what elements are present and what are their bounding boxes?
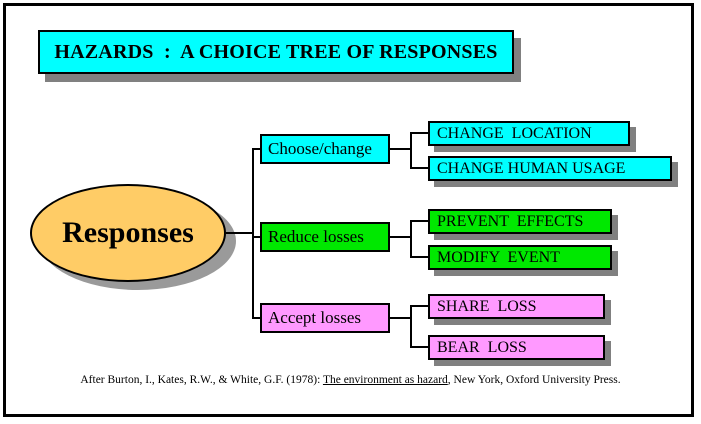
connector-branch3-to-leaf6: [410, 346, 430, 348]
connector-branch1-vertical: [410, 133, 412, 169]
connector-branch2-vertical: [410, 220, 412, 257]
connector-branch3-stub: [390, 317, 412, 319]
connector-spine-to-branch-1: [252, 148, 262, 150]
root-node-responses[interactable]: Responses: [30, 184, 226, 282]
connector-branch3-vertical: [410, 305, 412, 348]
connector-branch1-to-leaf1: [410, 132, 430, 134]
connector-spine-to-branch-2: [252, 236, 262, 238]
connector-branch3-to-leaf5: [410, 305, 430, 307]
leaf-node-modify-event[interactable]: MODIFY EVENT: [428, 245, 612, 270]
leaf-node-share-loss[interactable]: SHARE LOSS: [428, 294, 605, 319]
branch-node-choose-change[interactable]: Choose/change: [260, 134, 390, 164]
branch-node-accept-losses[interactable]: Accept losses: [260, 303, 390, 333]
leaf-node-change-location[interactable]: CHANGE LOCATION: [428, 121, 630, 146]
citation-prefix: After Burton, I., Kates, R.W., & White, …: [80, 374, 323, 386]
connector-spine-to-branch-3: [252, 317, 262, 319]
connector-branch2-to-leaf4: [410, 256, 430, 258]
connector-root-to-spine: [226, 232, 254, 234]
slide-border: [3, 3, 694, 417]
connector-spine-vertical: [252, 149, 254, 319]
connector-branch1-stub: [390, 148, 412, 150]
connector-branch2-stub: [390, 236, 412, 238]
source-citation: After Burton, I., Kates, R.W., & White, …: [0, 374, 701, 386]
leaf-node-bear-loss[interactable]: BEAR LOSS: [428, 335, 605, 360]
leaf-node-prevent-effects[interactable]: PREVENT EFFECTS: [428, 209, 612, 234]
branch-node-reduce-losses[interactable]: Reduce losses: [260, 222, 390, 252]
connector-branch1-to-leaf2: [410, 167, 430, 169]
citation-book-title: The environment as hazard: [322, 374, 448, 386]
page-title: HAZARDS : A CHOICE TREE OF RESPONSES: [38, 30, 514, 74]
connector-branch2-to-leaf3: [410, 220, 430, 222]
leaf-node-change-human-usage[interactable]: CHANGE HUMAN USAGE: [428, 156, 672, 181]
citation-suffix: , New York, Oxford University Press.: [447, 374, 621, 386]
